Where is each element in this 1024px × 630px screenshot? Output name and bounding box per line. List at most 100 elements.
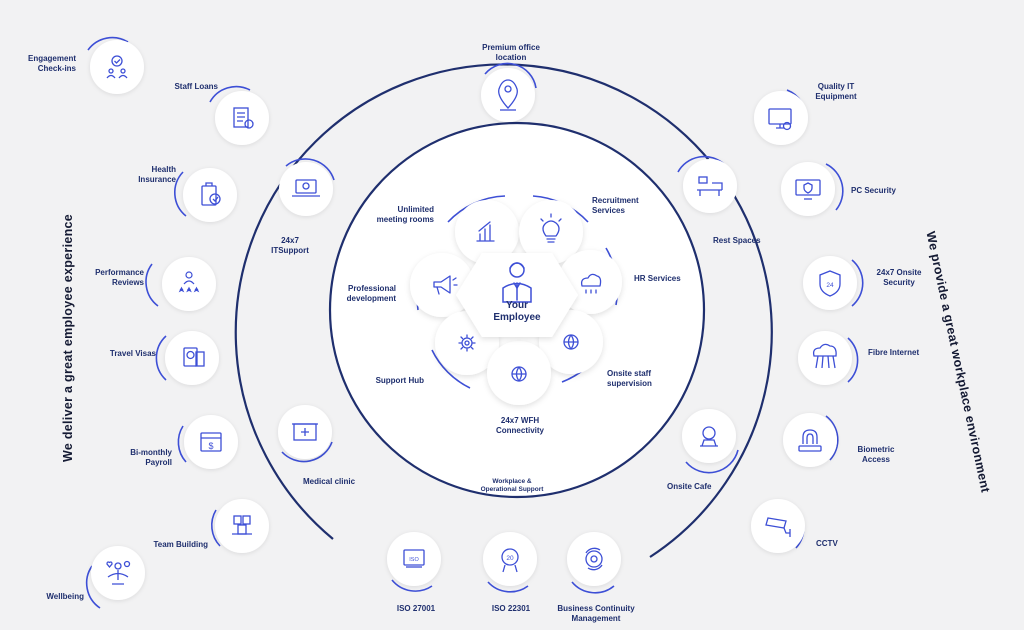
label-line: 24x7 [281, 236, 299, 245]
employee-icon [502, 262, 532, 303]
arc-fibre [847, 337, 859, 383]
circle-rest-spaces[interactable] [683, 159, 737, 213]
label-team-building: Team Building [134, 540, 208, 550]
arc-health [173, 171, 187, 217]
circle-it-equipment[interactable] [754, 91, 808, 145]
label-line: CCTV [816, 539, 838, 548]
team-building-icon [232, 515, 252, 535]
label-meeting-rooms: Unlimited meeting rooms [360, 205, 434, 225]
label-engagement: Engagement Check-ins [14, 54, 76, 74]
label-premium-office: Premium office location [482, 43, 540, 63]
people-check-icon [106, 55, 128, 79]
circle-performance[interactable] [162, 257, 216, 311]
circle-onsite-cafe[interactable] [682, 409, 736, 463]
arc-medical [281, 441, 333, 463]
petal-prof[interactable] [410, 253, 474, 317]
label-line: Rest Spaces [713, 236, 761, 245]
label-it-equipment: Quality IT Equipment [815, 82, 856, 102]
label-line: Travel Visas [109, 349, 156, 358]
label-pc-security: PC Security [851, 186, 896, 196]
label-line: Payroll [145, 458, 172, 467]
svg-text:24: 24 [826, 282, 834, 289]
payroll-calendar-icon: $ [200, 432, 222, 452]
circle-iso22301[interactable] [483, 532, 537, 586]
label-line: Biometric [857, 445, 895, 454]
petal-wfh[interactable] [487, 341, 551, 405]
network-globe-icon [511, 366, 527, 382]
label-onsite-cafe: Onsite Cafe [667, 482, 711, 492]
health-clipboard-icon [201, 182, 221, 206]
circle-team-building[interactable] [215, 499, 269, 553]
circle-premium-office[interactable] [481, 68, 535, 122]
right-items: 24 [751, 89, 864, 553]
arc-bcm [571, 581, 615, 594]
circle-bcm[interactable] [567, 532, 621, 586]
label-line: Unlimited [397, 205, 434, 214]
label-line: Onsite staff [607, 369, 652, 378]
label-recruitment: Recruitment Services [592, 196, 639, 216]
label-line: Management [571, 614, 621, 623]
label-line: Check-ins [37, 64, 76, 73]
security-badge-icon: 24 [819, 270, 841, 297]
iso-badge-icon: 20 [501, 548, 519, 573]
label-professional-development: Professional development [322, 284, 396, 304]
wellbeing-icon [106, 560, 131, 585]
label-biometric-access: Biometric Access [858, 445, 895, 465]
arc-support [431, 349, 471, 389]
circle-staff-loans[interactable] [215, 91, 269, 145]
svg-text:20: 20 [506, 555, 514, 562]
center-label-line1: Your [505, 300, 529, 311]
arc-payroll [177, 425, 187, 463]
label-hr-services: HR Services [634, 274, 681, 284]
arc-onsite-security [851, 259, 864, 307]
label-line: supervision [607, 379, 652, 388]
svg-text:ISO: ISO [409, 557, 419, 563]
medical-clinic-icon [292, 423, 318, 441]
middle-items [278, 62, 739, 474]
label-line: Professional [347, 284, 396, 293]
label-line: Onsite Cafe [667, 482, 712, 491]
label-line: Team Building [153, 540, 208, 549]
rest-spaces-icon [697, 176, 723, 196]
arc-team [210, 509, 221, 547]
label-line: Engagement [27, 54, 76, 63]
location-pin-icon [498, 79, 518, 111]
cctv-camera-icon [765, 517, 791, 537]
gear-icon [458, 334, 476, 352]
circle-cctv[interactable] [751, 499, 805, 553]
bar-chart-icon [476, 221, 495, 242]
label-line: location [495, 53, 527, 62]
label-payroll: Bi-monthly Payroll [112, 448, 172, 468]
label-line: Services [592, 206, 625, 215]
center-label: Your Employee [493, 300, 540, 324]
arc-loans [209, 85, 251, 103]
label-line: Connectivity [495, 426, 545, 435]
label-fibre-internet: Fibre Internet [868, 348, 919, 358]
arc-iso22301 [487, 581, 529, 593]
cloud-people-icon [580, 273, 602, 294]
circle-fibre-internet[interactable] [798, 331, 852, 385]
circle-iso27001[interactable] [387, 532, 441, 586]
circle-payroll[interactable] [184, 415, 238, 469]
petal-meeting[interactable] [455, 200, 519, 264]
label-medical-clinic: Medical clinic [303, 477, 355, 487]
label-line: ITSupport [271, 246, 309, 255]
fibre-cloud-icon [812, 343, 837, 369]
circle-pc-security[interactable] [781, 162, 835, 216]
label-line: Equipment [815, 92, 857, 101]
label-line: Staff Loans [174, 82, 218, 91]
label-line: Support Hub [375, 376, 424, 385]
petal-recruit[interactable] [519, 200, 583, 264]
arc-performance [145, 263, 159, 307]
label-line: Fibre Internet [868, 348, 920, 357]
label-onsite-security: 24x7 Onsite Security [877, 268, 922, 288]
circle-biometric[interactable] [783, 413, 837, 467]
label-performance-reviews: Performance Reviews [82, 268, 144, 288]
circle-onsite-security[interactable] [803, 256, 857, 310]
label-business-continuity: Business Continuity Management [557, 604, 634, 624]
circle-health[interactable] [183, 168, 237, 222]
label-line: Access [861, 455, 891, 464]
left-items: $ [85, 36, 269, 609]
circle-engagement[interactable] [90, 40, 144, 94]
